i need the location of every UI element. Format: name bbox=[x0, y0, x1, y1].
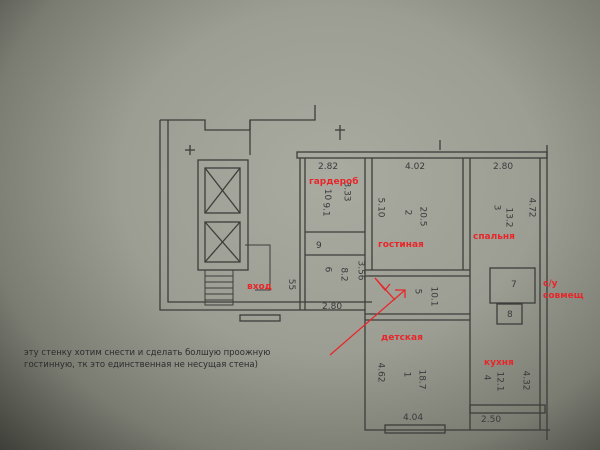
label-wardrobe: гардероб bbox=[309, 177, 359, 187]
dim-bedroom-height: 4.72 bbox=[526, 197, 537, 218]
room-1-area: 18.7 bbox=[416, 369, 427, 390]
label-living-room: гостиная bbox=[378, 240, 424, 250]
room-6-area: 8.2 bbox=[338, 267, 349, 282]
room-6-number: 6 bbox=[322, 266, 333, 273]
dim-wardrobe-width: 2.82 bbox=[318, 162, 339, 172]
room-10-number: 10 bbox=[322, 188, 333, 201]
dim-living-width: 4.02 bbox=[405, 162, 426, 172]
dim-kitchen-width: 2.50 bbox=[481, 415, 502, 425]
room-8-number: 8 bbox=[507, 310, 513, 320]
label-entrance: вход bbox=[247, 282, 272, 292]
dim-bedroom-width: 2.80 bbox=[493, 162, 514, 172]
label-kids-room: детская bbox=[381, 333, 423, 343]
room-10-area: 9.1 bbox=[320, 202, 331, 217]
room-5-area: 10.1 bbox=[428, 286, 439, 307]
room-4-area: 12.1 bbox=[494, 371, 505, 392]
room-7-number: 7 bbox=[511, 280, 517, 290]
room-2-number: 2 bbox=[402, 209, 413, 216]
note-line-1: эту стенку хотим снести и сделать болшую… bbox=[24, 348, 271, 358]
label-bathroom-line1: с/у bbox=[543, 279, 558, 289]
dim-kids-width: 4.04 bbox=[403, 413, 424, 423]
walls bbox=[159, 105, 550, 440]
room-3-area: 13.2 bbox=[503, 207, 514, 228]
room-4-number: 4 bbox=[481, 374, 492, 381]
room-2-area: 20.5 bbox=[417, 206, 428, 227]
note-line-2: гостинную, тк это единственная не несуща… bbox=[24, 360, 258, 370]
dim-hall-height: 3.56 bbox=[355, 260, 366, 281]
elevator-shaft bbox=[197, 159, 249, 271]
label-bathroom-line2: совмещ bbox=[543, 291, 584, 301]
label-kitchen: кухня bbox=[484, 358, 514, 368]
dim-kids-height: 4.62 bbox=[375, 362, 386, 383]
dim-kitchen-height: 4.32 bbox=[520, 370, 531, 391]
label-bedroom: спальня bbox=[473, 232, 515, 242]
room-5-number: 5 bbox=[412, 288, 423, 295]
dim-entrance: 55 bbox=[286, 278, 297, 291]
room-9-number: 9 bbox=[316, 241, 322, 251]
dim-hall-width: 2.80 bbox=[322, 302, 343, 312]
dim-living-height: 5.10 bbox=[375, 197, 386, 218]
room-1-number: 1 bbox=[401, 371, 412, 378]
annotation-note: эту стенку хотим снести и сделать болшую… bbox=[24, 347, 270, 371]
staircase bbox=[204, 244, 271, 306]
annotation-arrows bbox=[329, 277, 406, 356]
room-3-number: 3 bbox=[491, 204, 502, 211]
